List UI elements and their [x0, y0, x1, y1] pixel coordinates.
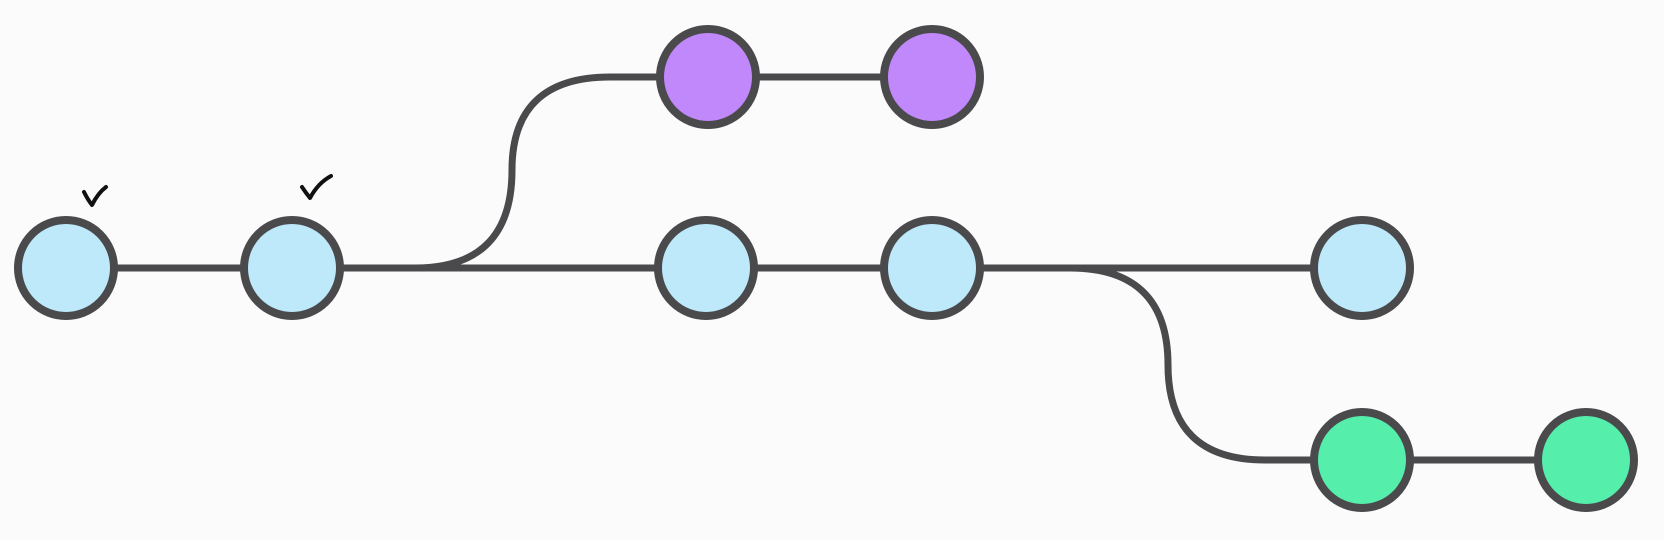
check-icon	[300, 174, 333, 200]
check-icon	[82, 185, 108, 207]
check-marks	[82, 174, 333, 207]
edge-branch-purple	[411, 73, 712, 272]
green-branch-commits	[1310, 408, 1638, 512]
edge-branch-green	[1066, 264, 1366, 464]
purple-branch-commits	[656, 25, 984, 129]
commit-node-main-4	[880, 216, 984, 320]
commit-node-main-2	[240, 216, 344, 320]
commit-node-purple-1	[656, 25, 760, 129]
commit-node-green-2	[1534, 408, 1638, 512]
commit-node-purple-2	[880, 25, 984, 129]
commit-node-green-1	[1310, 408, 1414, 512]
commit-node-main-3	[654, 216, 758, 320]
main-branch-commits	[14, 216, 1414, 320]
commit-node-main-5	[1310, 216, 1414, 320]
commit-node-main-1	[14, 216, 118, 320]
